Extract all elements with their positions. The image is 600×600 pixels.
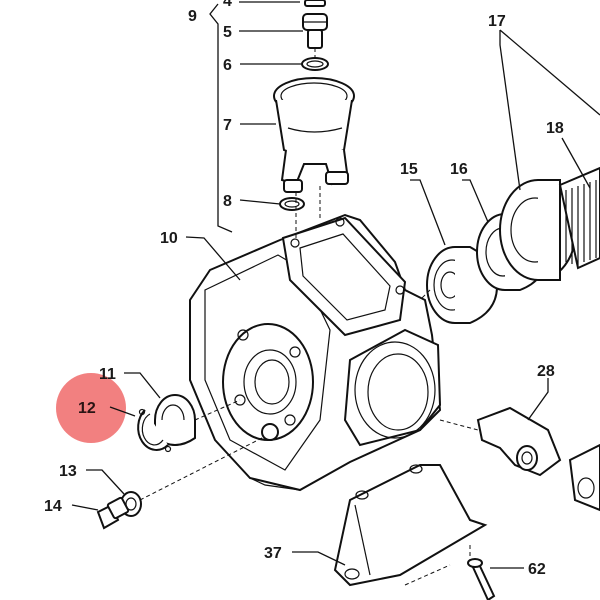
callout-7: 7 (223, 117, 232, 134)
callout-13: 13 (59, 463, 77, 480)
callout-15: 15 (400, 161, 418, 178)
callout-6: 6 (223, 57, 232, 74)
callout-labels: 4 5 6 7 8 9 10 11 12 13 14 15 16 17 18 2… (44, 0, 564, 578)
callout-4: 4 (223, 0, 232, 10)
part-10-housing (189, 213, 442, 492)
callout-62: 62 (528, 561, 546, 578)
assembly-axes (139, 48, 479, 586)
part-5-fitting (302, 0, 328, 49)
part-11-seal (154, 394, 196, 446)
part-6-oring (301, 57, 329, 71)
callout-18: 18 (546, 120, 564, 137)
callout-10: 10 (160, 230, 178, 247)
part-37-base (333, 464, 488, 587)
callout-11: 11 (99, 366, 116, 383)
callout-17: 17 (488, 13, 506, 30)
callout-37: 37 (264, 545, 282, 562)
part-14-plug (96, 496, 130, 530)
part-62-bolt (467, 558, 496, 600)
part-8-oring (279, 197, 305, 211)
callout-16: 16 (450, 161, 468, 178)
part-18-gear (558, 166, 600, 270)
part-17-pulley (499, 179, 577, 281)
part-7-bowl (273, 77, 355, 193)
callout-9: 9 (188, 8, 197, 25)
highlight-marker[interactable] (56, 373, 126, 443)
part-12-circlip (137, 408, 172, 453)
callout-14: 14 (44, 498, 62, 515)
callout-28: 28 (537, 363, 555, 380)
part-28-bracket (476, 406, 600, 512)
leader-lines (71, 1, 600, 569)
callout-5: 5 (223, 24, 232, 41)
callout-12: 12 (78, 400, 96, 417)
callout-8: 8 (223, 193, 232, 210)
